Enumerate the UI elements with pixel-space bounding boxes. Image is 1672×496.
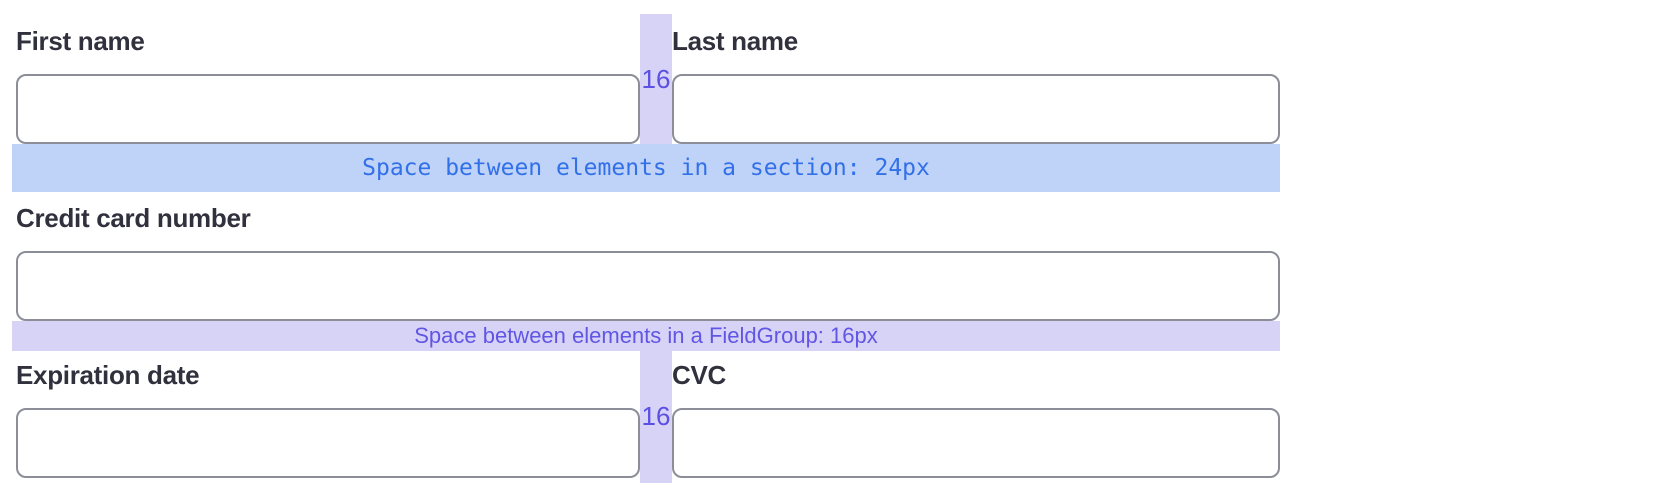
card-number-input[interactable]	[16, 251, 1280, 321]
payment-form: First name 16 Last name Space between el…	[12, 0, 1280, 483]
cvc-field: CVC	[672, 351, 1280, 483]
first-name-field: First name	[16, 14, 640, 144]
section-spacing-band: Space between elements in a section: 24p…	[12, 144, 1280, 192]
expiration-date-field: Expiration date	[16, 351, 640, 483]
gap-size-label: 16	[641, 401, 671, 431]
expiry-cvc-field-group: Expiration date 16 CVC	[16, 351, 1280, 483]
cvc-input[interactable]	[672, 408, 1280, 478]
card-number-field: Credit card number	[16, 192, 1280, 321]
fieldgroup-gap: 16	[640, 14, 672, 144]
expiration-date-label: Expiration date	[16, 360, 200, 390]
fieldgroup-gap-band	[640, 14, 672, 144]
last-name-input[interactable]	[672, 74, 1280, 144]
first-name-input[interactable]	[16, 74, 640, 144]
expiration-date-input[interactable]	[16, 408, 640, 478]
gap-size-label: 16	[641, 64, 671, 94]
last-name-label: Last name	[672, 26, 798, 56]
last-name-field: Last name	[672, 14, 1280, 144]
cvc-label: CVC	[672, 360, 726, 390]
fieldgroup-spacing-text: Space between elements in a FieldGroup: …	[414, 323, 878, 348]
name-field-group: First name 16 Last name	[16, 14, 1280, 144]
first-name-label: First name	[16, 26, 145, 56]
card-number-label: Credit card number	[16, 203, 251, 233]
fieldgroup-spacing-band: Space between elements in a FieldGroup: …	[12, 321, 1280, 351]
fieldgroup-gap-band	[640, 351, 672, 483]
section-spacing-text: Space between elements in a section: 24p…	[362, 155, 930, 181]
fieldgroup-gap: 16	[640, 351, 672, 483]
